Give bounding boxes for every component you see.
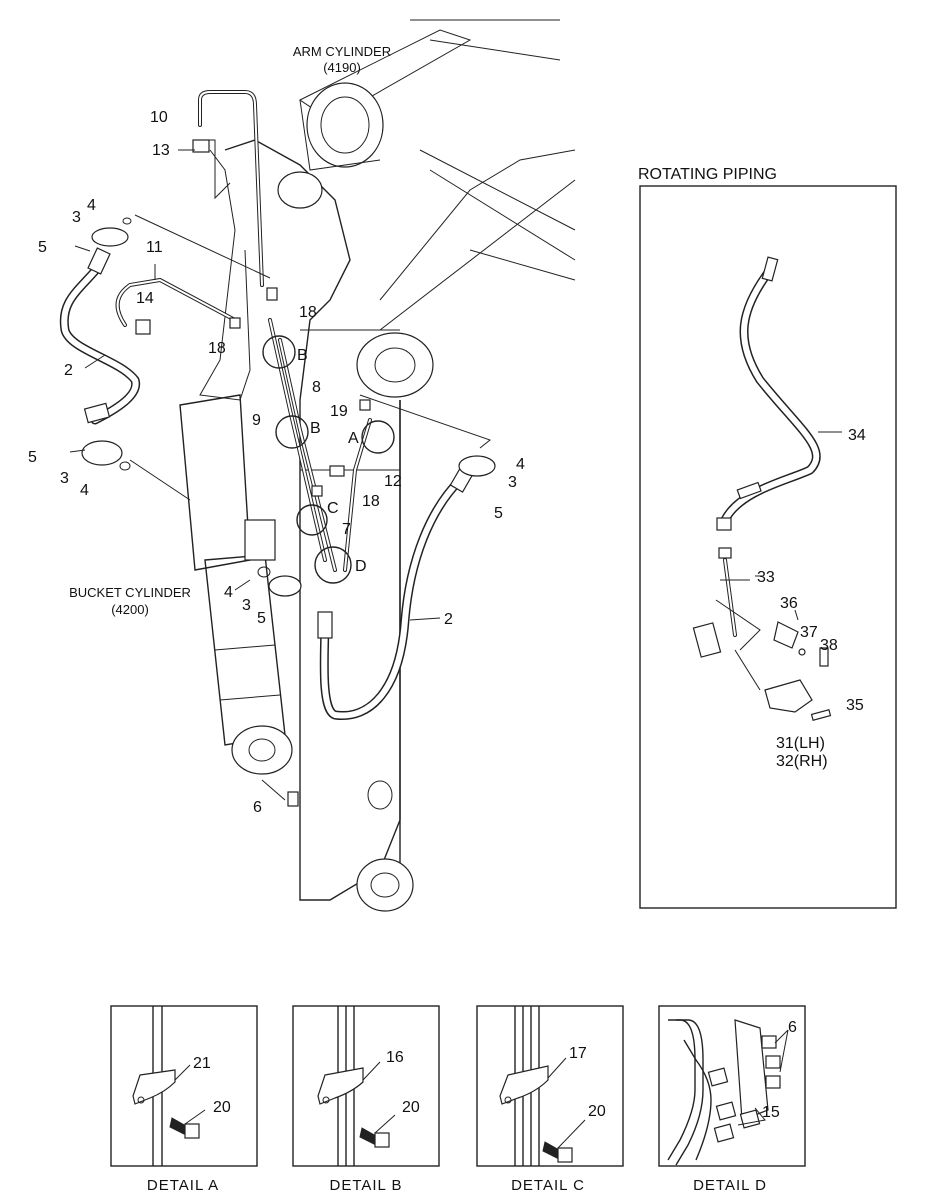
callout-2: 2 (444, 611, 453, 628)
callout-8: 8 (312, 379, 321, 396)
callout-35: 35 (846, 697, 864, 714)
callout-B: B (297, 347, 308, 364)
callout-38: 38 (820, 637, 838, 654)
callout-4: 4 (87, 197, 96, 214)
detail-b-callout-16: 16 (386, 1049, 404, 1066)
arm-cylinder-title: ARM CYLINDER (293, 44, 391, 59)
detail-a: 21 20 DETAIL A (110, 1005, 258, 1194)
callout-5: 5 (494, 505, 503, 522)
callout-5: 5 (28, 449, 37, 466)
detail-c-caption: DETAIL C (511, 1177, 585, 1194)
callout-5: 5 (257, 610, 266, 627)
callout-37: 37 (800, 624, 818, 641)
callout-4: 4 (224, 584, 233, 601)
callout-11: 11 (146, 239, 163, 256)
bucket-cylinder-code: (4200) (111, 602, 149, 617)
leader-lines (69, 139, 492, 801)
detail-d-callout-15: 15 (762, 1104, 780, 1121)
callout-9: 9 (252, 412, 261, 429)
detail-c-callout-20: 20 (588, 1103, 606, 1120)
callout-7: 7 (342, 521, 351, 538)
detail-b-callout-20: 20 (402, 1099, 420, 1116)
callout-31-lh: 31(LH) (776, 735, 825, 752)
callout-C: C (327, 500, 339, 517)
callout-5: 5 (38, 239, 47, 256)
detail-a-callout-20: 20 (213, 1099, 231, 1116)
callout-13: 13 (152, 142, 170, 159)
callout-3: 3 (60, 470, 69, 487)
detail-d-caption: DETAIL D (693, 1177, 767, 1194)
detail-c: 17 20 DETAIL C (476, 1005, 624, 1194)
pipes (115, 90, 395, 584)
callout-4: 4 (80, 482, 89, 499)
detail-d: 6 15 DETAIL D (658, 1005, 806, 1194)
callout-6: 6 (253, 799, 262, 816)
callout-4: 4 (516, 456, 525, 473)
callout-12: 12 (384, 473, 402, 490)
callout-32-rh: 32(RH) (776, 753, 828, 770)
small-parts (81, 139, 496, 807)
rotating-piping-title: ROTATING PIPING (638, 166, 777, 183)
detail-d-callout-6: 6 (788, 1019, 797, 1036)
callout-36: 36 (780, 595, 798, 612)
detail-b-caption: DETAIL B (329, 1177, 402, 1194)
rotating-piping-drawing (692, 256, 842, 721)
callout-D: D (355, 558, 367, 575)
detail-b: 16 20 DETAIL B (292, 1005, 440, 1194)
callout-19: 19 (330, 403, 348, 420)
callout-18: 18 (299, 304, 317, 321)
callout-14: 14 (136, 290, 154, 307)
detail-a-callout-21: 21 (193, 1055, 211, 1072)
callouts: 10 13 4 3 5 11 14 2 18 18 9 8 19 A B B 1… (28, 109, 525, 816)
callout-3: 3 (508, 474, 517, 491)
bucket-cylinder-title: BUCKET CYLINDER (69, 585, 191, 600)
detail-c-callout-17: 17 (569, 1045, 587, 1062)
callout-18: 18 (362, 493, 380, 510)
callout-18: 18 (208, 340, 226, 357)
callout-10: 10 (150, 109, 168, 126)
detail-a-caption: DETAIL A (147, 1177, 219, 1194)
callout-3: 3 (242, 597, 251, 614)
hoses (59, 247, 475, 721)
rotating-piping-panel (639, 185, 897, 909)
arm-structure (199, 19, 576, 912)
callout-33: 33 (757, 569, 775, 586)
callout-2: 2 (64, 362, 73, 379)
rotating-callouts: 34 33 36 37 38 35 31(LH) 32(RH) (757, 427, 866, 770)
arm-cylinder-code: (4190) (323, 60, 361, 75)
callout-34: 34 (848, 427, 866, 444)
callout-B: B (310, 420, 321, 437)
callout-A: A (348, 430, 359, 447)
bucket-cylinder (179, 394, 293, 775)
callout-3: 3 (72, 209, 81, 226)
